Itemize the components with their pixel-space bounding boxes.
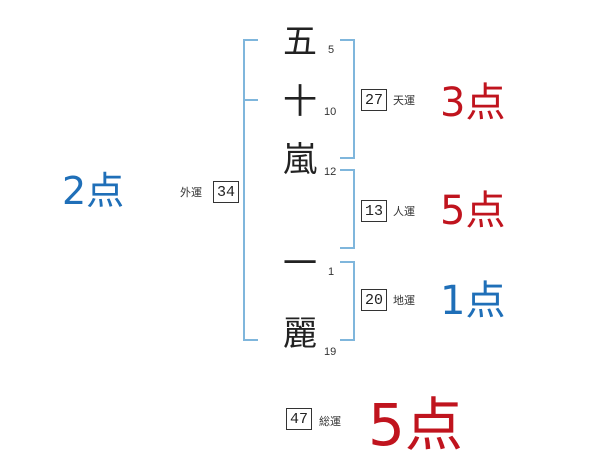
chiun-score: 1点 [440,278,506,324]
stroke-count-1: 5 [328,44,335,56]
tenun-score: 3点 [440,80,506,126]
outer-bracket [243,39,258,341]
stroke-count-5: 19 [324,346,337,358]
stroke-count-2: 10 [324,106,337,118]
name-char-5: 麗 [283,314,317,354]
souun-value: 47 [286,408,312,430]
tenun-value: 27 [361,89,387,111]
jinun-value: 13 [361,200,387,222]
jinun-label: 人運 [393,205,415,218]
name-char-3: 嵐 [283,140,317,180]
chiun-bracket [340,261,355,341]
gaiun-label: 外運 [180,186,202,199]
stroke-count-3: 12 [324,166,337,178]
name-char-1: 五 [283,22,317,62]
tenun-label: 天運 [393,94,415,107]
jinun-score: 5点 [440,188,506,234]
gaiun-value: 34 [213,181,239,203]
name-char-4: 一 [283,244,317,284]
souun-label: 総運 [319,415,341,428]
chiun-value: 20 [361,289,387,311]
stroke-count-4: 1 [328,266,335,278]
souun-score: 5点 [368,391,463,459]
tenun-bracket [340,39,355,159]
chiun-label: 地運 [393,294,415,307]
gaiun-score: 2点 [62,169,125,213]
jinun-bracket [340,169,355,249]
name-char-2: 十 [283,82,317,122]
